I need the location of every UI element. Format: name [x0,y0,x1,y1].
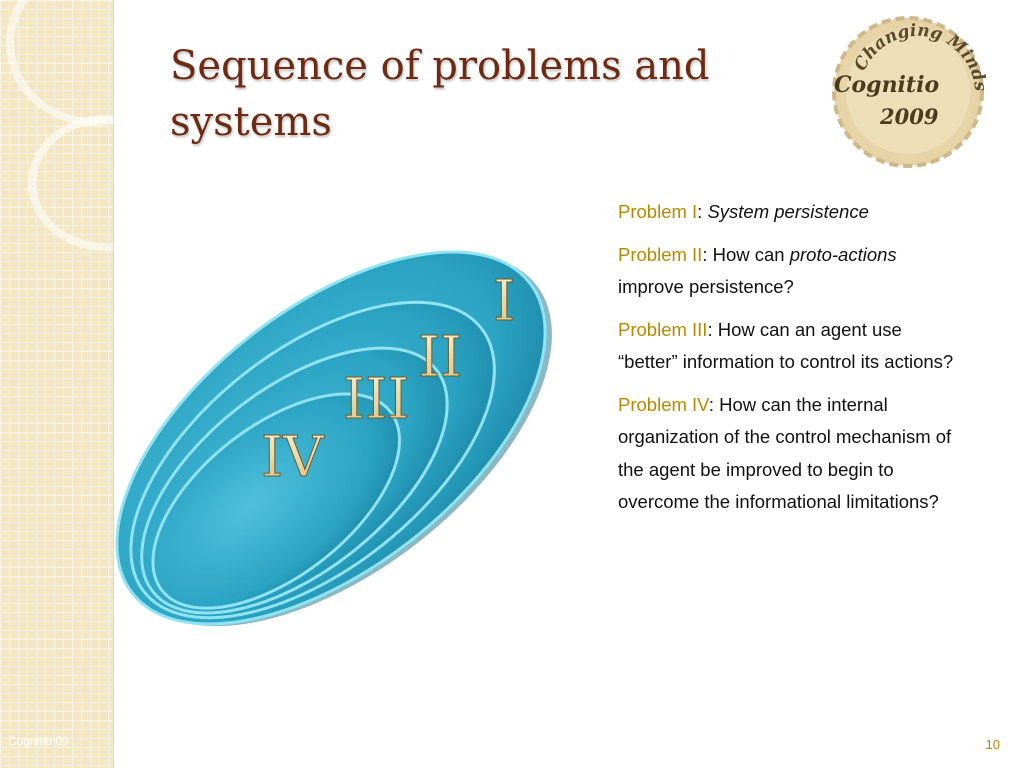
problem-text: System persistence [707,201,869,222]
logo-year: 2009 [879,104,939,129]
label-iii: III [343,367,409,432]
footer-text: Cognitio 09 [8,734,69,748]
problem-item: Problem II: How can proto-actions improv… [618,239,963,304]
problem-label: Problem I [618,201,698,222]
label-ii: II [418,325,462,390]
nested-ellipses-diagram: I II III IV [115,250,552,627]
label-iv: IV [261,425,325,490]
problem-label: Problem III [618,318,708,340]
problem-separator: : [697,201,708,222]
problem-text: How can an agent use “better” informatio… [618,318,954,373]
cognitio-logo: Changing Minds Cognitio 2009 [832,16,986,168]
problem-item: Problem I: System persistence [618,196,963,229]
label-i: I [493,269,515,334]
decorative-side-strip: Cognitio 09 [0,0,114,768]
problem-item: Problem IV: How can the internal organiz… [618,389,963,519]
page-number: 10 [985,737,1000,752]
problem-separator: : [708,393,720,415]
problem-label: Problem IV [618,393,709,415]
problem-text: improve persistence? [618,276,794,297]
slide-title: Sequence of problems and systems [170,43,710,145]
problem-item: Problem III: How can an agent use “bette… [618,314,963,379]
decorative-ring [6,0,113,126]
problem-label: Problem II [618,243,703,265]
problems-list: Problem I: System persistence Problem II… [618,196,963,529]
ellipse-iv [151,392,401,610]
problem-text: How can the internal organization of the… [618,393,952,513]
problem-separator: : [707,318,718,340]
problem-emphasis: proto-actions [789,243,897,265]
problem-separator: : How can [702,243,790,265]
logo-name: Cognitio [834,72,939,98]
